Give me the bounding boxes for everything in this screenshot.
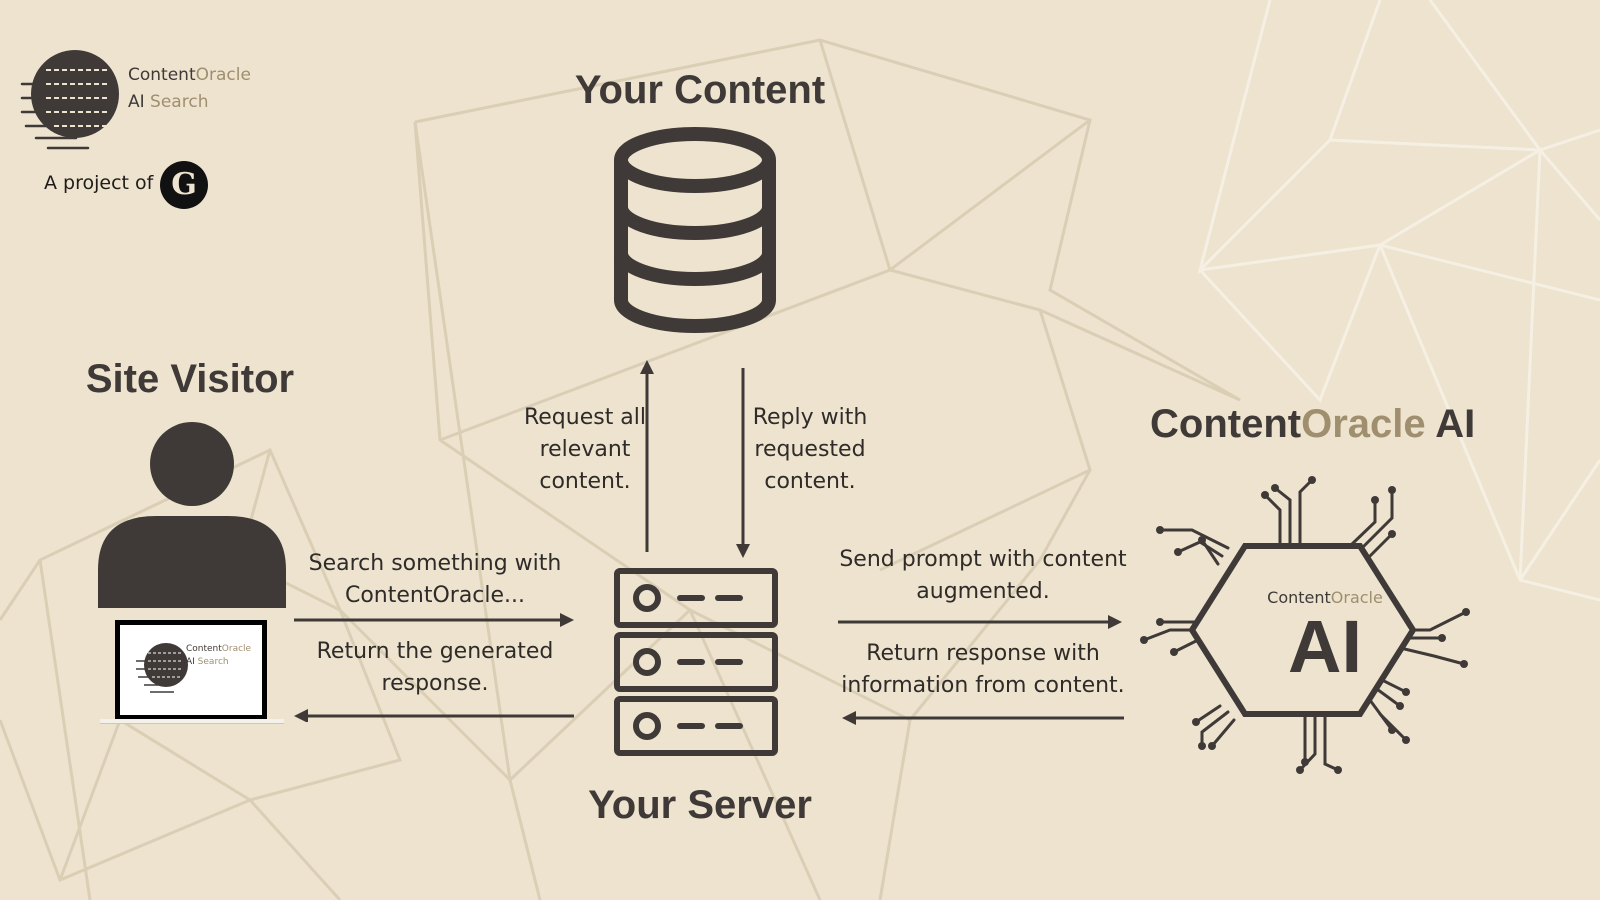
laptop-logo-content: Content <box>186 644 222 654</box>
ai-chip-label: AI <box>1288 605 1362 688</box>
request-line-1: Request all <box>523 405 647 430</box>
contentoracle-ai-title: ContentOracle AI <box>1150 402 1475 447</box>
logo-word-content: Content <box>128 65 196 85</box>
reply-line-3: content. <box>764 469 856 494</box>
server-icon <box>614 568 778 756</box>
send-prompt-line-1: Send prompt with content <box>839 547 1127 572</box>
return-generated-line-2: response. <box>381 671 489 696</box>
laptop-logo-wordmark: ContentOracle AI Search <box>186 643 251 669</box>
request-line-3: content. <box>539 469 631 494</box>
laptop-screen: ContentOracle AI Search <box>115 620 267 720</box>
logo-word-oracle: Oracle <box>195 65 251 85</box>
return-response-line-2: information from content. <box>841 673 1125 698</box>
laptop-logo-oracle: Oracle <box>221 644 252 654</box>
vertical-arrows <box>640 360 750 558</box>
send-prompt-line-2: augmented. <box>916 579 1050 604</box>
request-line-2: relevant <box>539 437 631 462</box>
return-generated-line-1: Return the generated <box>316 639 554 664</box>
return-response-line-1: Return response with <box>866 641 1100 666</box>
chip-word-oracle: Oracle <box>1330 588 1383 607</box>
reply-line-1: Reply with <box>752 405 868 430</box>
ai-title-oracle: Oracle <box>1301 402 1426 446</box>
reply-line-2: requested <box>754 437 866 462</box>
return-response-label: Return response with information from co… <box>828 638 1138 702</box>
parent-company-monogram-icon: G <box>160 161 208 209</box>
user-icon <box>98 422 286 608</box>
laptop-logo-ai: AI <box>186 657 195 667</box>
ai-title-ai: AI <box>1425 402 1476 446</box>
project-of-label: A project of <box>44 172 154 194</box>
left-horizontal-arrows <box>294 613 574 722</box>
your-content-title: Your Content <box>574 68 826 112</box>
logo-wordmark: ContentOracle AI Search <box>128 62 251 116</box>
ai-chip-icon <box>1140 476 1470 774</box>
chip-word-content: Content <box>1267 588 1331 607</box>
right-horizontal-arrows <box>838 615 1124 725</box>
reply-content-label: Reply with requested content. <box>715 402 905 498</box>
ai-title-content: Content <box>1150 402 1302 446</box>
database-icon <box>614 127 776 333</box>
logo-word-search: Search <box>144 92 209 112</box>
request-content-label: Request all relevant content. <box>490 402 680 498</box>
return-generated-label: Return the generated response. <box>290 636 580 700</box>
send-prompt-label: Send prompt with content augmented. <box>828 544 1138 608</box>
contentoracle-logo-icon <box>20 50 119 150</box>
logo-word-ai: AI <box>128 92 145 112</box>
search-line-2: ContentOracle... <box>344 583 526 608</box>
search-label: Search something with ContentOracle... <box>290 548 580 612</box>
ai-chip-wordmark: ContentOracle <box>1200 588 1450 607</box>
laptop-base <box>100 719 284 724</box>
laptop-logo-icon <box>136 643 188 693</box>
your-server-title: Your Server <box>588 783 812 827</box>
laptop-logo-search: Search <box>194 657 229 667</box>
site-visitor-title: Site Visitor <box>85 357 295 401</box>
search-line-1: Search something with <box>308 551 562 576</box>
